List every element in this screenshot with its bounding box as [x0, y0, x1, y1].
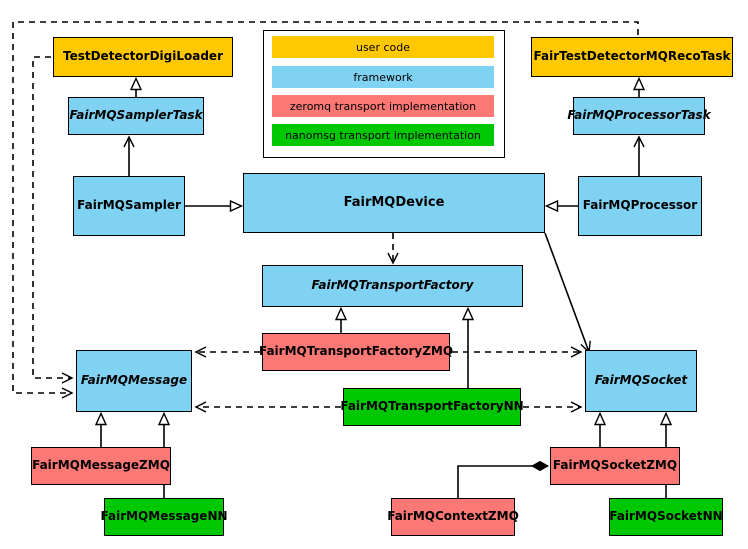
- edge-device-socket: [544, 232, 591, 354]
- class-box-fairmqtransportfactory[interactable]: FairMQTransportFactory: [262, 265, 523, 307]
- edge-socketzmq-contextzmq: [457, 466, 548, 498]
- class-label-fairmqdevice: FairMQDevice: [343, 194, 445, 210]
- class-label-fairmqmessagenn: FairMQMessageNN: [100, 509, 228, 524]
- class-label-fairmqmessagezmq: FairMQMessageZMQ: [32, 458, 170, 473]
- class-box-fairmqmessagenn[interactable]: FairMQMessageNN: [100, 498, 228, 536]
- class-label-fairmqprocessor: FairMQProcessor: [582, 198, 698, 213]
- class-box-fairmqsocket[interactable]: FairMQSocket: [585, 350, 697, 412]
- class-label-fairmqsamplertask: FairMQSamplerTask: [69, 108, 203, 123]
- class-label-fairtestdetectormqrecotask: FairTestDetectorMQRecoTask: [533, 49, 731, 64]
- legend-item-framework: framework: [272, 66, 494, 88]
- edge-recotask-message: [12, 21, 639, 399]
- class-box-fairtestdetectormqrecotask[interactable]: FairTestDetectorMQRecoTask: [531, 37, 733, 77]
- class-box-fairmqprocessor[interactable]: FairMQProcessor: [578, 176, 702, 236]
- legend-label-nanomsg: nanomsg transport implementation: [285, 128, 481, 142]
- class-label-fairmqtransportfactoryzmq: FairMQTransportFactoryZMQ: [258, 344, 454, 359]
- class-box-fairmqmessagezmq[interactable]: FairMQMessageZMQ: [31, 447, 171, 485]
- class-box-fairmqcontextzmq[interactable]: FairMQContextZMQ: [387, 498, 519, 536]
- class-label-fairmqcontextzmq: FairMQContextZMQ: [387, 509, 519, 524]
- class-label-fairmqsocketnn: FairMQSocketNN: [609, 509, 723, 524]
- class-label-fairmqsocket: FairMQSocket: [594, 373, 688, 388]
- class-box-fairmqtransportfactoryzmq[interactable]: FairMQTransportFactoryZMQ: [259, 333, 453, 371]
- class-box-fairmqsocketzmq[interactable]: FairMQSocketZMQ: [550, 447, 680, 485]
- class-box-fairmqprocessortask[interactable]: FairMQProcessorTask: [567, 97, 711, 135]
- class-label-fairmqtransportfactorynn: FairMQTransportFactoryNN: [340, 399, 524, 414]
- class-box-fairmqsamplertask[interactable]: FairMQSamplerTask: [68, 97, 204, 135]
- class-box-fairmqsocketnn[interactable]: FairMQSocketNN: [609, 498, 723, 536]
- edge-digiloader-message: [32, 56, 74, 384]
- legend-item-zeromq: zeromq transport implementation: [272, 95, 494, 117]
- legend-item-nanomsg: nanomsg transport implementation: [272, 124, 494, 146]
- class-label-fairmqmessage: FairMQMessage: [80, 373, 188, 388]
- legend-label-user-code: user code: [355, 40, 411, 54]
- class-label-fairmqsocketzmq: FairMQSocketZMQ: [552, 458, 678, 473]
- class-label-fairmqtransportfactory: FairMQTransportFactory: [311, 278, 474, 293]
- class-box-fairmqsampler[interactable]: FairMQSampler: [73, 176, 185, 236]
- class-box-testdetectordigiloader[interactable]: TestDetectorDigiLoader: [53, 37, 233, 77]
- class-label-fairmqsampler: FairMQSampler: [77, 198, 181, 213]
- legend-label-zeromq: zeromq transport implementation: [289, 99, 477, 113]
- class-label-fairmqprocessortask: FairMQProcessorTask: [567, 108, 711, 123]
- class-label-testdetectordigiloader: TestDetectorDigiLoader: [62, 49, 223, 64]
- class-box-fairmqdevice[interactable]: FairMQDevice: [243, 173, 545, 233]
- legend-label-framework: framework: [353, 70, 413, 84]
- class-box-fairmqmessage[interactable]: FairMQMessage: [76, 350, 192, 412]
- class-box-fairmqtransportfactorynn[interactable]: FairMQTransportFactoryNN: [340, 388, 524, 426]
- legend-item-user-code: user code: [272, 36, 494, 58]
